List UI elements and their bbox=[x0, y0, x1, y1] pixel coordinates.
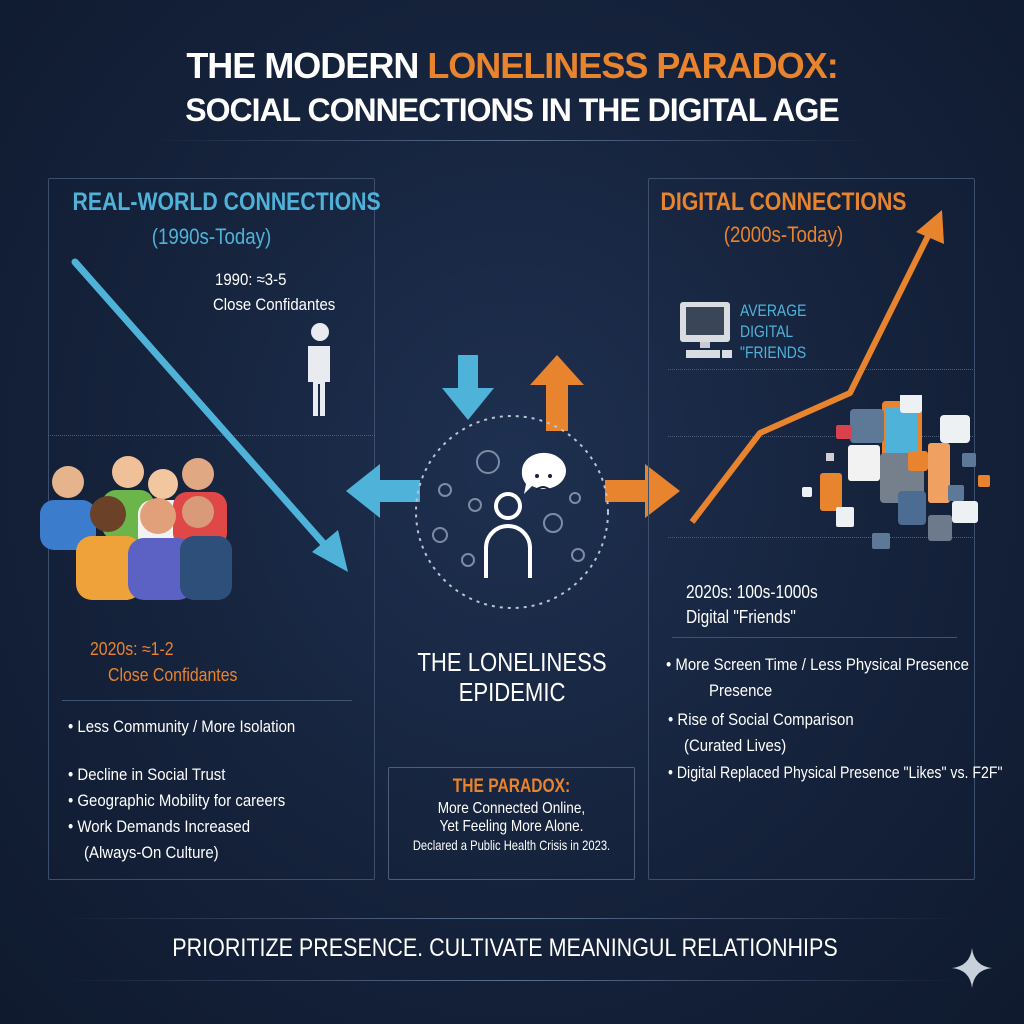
paradox-line1: More Connected Online, bbox=[437, 799, 586, 817]
right-bullet: More Screen Time / Less Physical Presenc… bbox=[666, 655, 969, 675]
right-divider bbox=[668, 537, 973, 538]
right-bullet-continuation: (Curated Lives) bbox=[684, 736, 787, 755]
left-bullet-continuation: (Always-On Culture) bbox=[84, 843, 219, 862]
left-bullet: Work Demands Increased bbox=[68, 817, 250, 837]
right-bullet-continuation: Presence bbox=[709, 681, 773, 700]
avg-line1: AVERAGE bbox=[740, 301, 807, 320]
title-orange: LONELINESS PARADOX: bbox=[427, 45, 838, 86]
right-panel bbox=[648, 178, 975, 880]
right-bullets-divider bbox=[672, 637, 957, 638]
right-bullet: Digital Replaced Physical Presence "Like… bbox=[668, 763, 1003, 783]
sad-chat-icon bbox=[521, 452, 566, 494]
avg-line2: DIGITAL bbox=[740, 322, 794, 341]
left-bullet: Decline in Social Trust bbox=[68, 765, 225, 785]
right-divider bbox=[668, 436, 973, 437]
stat-2020-digital-label: Digital "Friends" bbox=[686, 607, 796, 627]
people-group-icon bbox=[40, 456, 232, 600]
right-divider bbox=[668, 369, 973, 370]
right-arrow-icon bbox=[605, 464, 680, 518]
left-bullets-divider bbox=[62, 700, 352, 701]
dashed-circle bbox=[415, 415, 609, 609]
stat-2020-label: Close Confidantes bbox=[108, 665, 238, 685]
left-bullet: Geographic Mobility for careers bbox=[68, 791, 285, 811]
right-heading: DIGITAL CONNECTIONS bbox=[660, 188, 907, 216]
lonely-person-icon bbox=[308, 323, 330, 416]
stat-2020-digital: 2020s: 100s-1000s bbox=[686, 582, 818, 602]
title-white: THE MODERN bbox=[186, 45, 428, 86]
social-media-icons bbox=[802, 395, 990, 549]
paradox-text: THE PARADOX: More Connected Online, Yet … bbox=[388, 776, 635, 853]
right-period: (2000s-Today) bbox=[723, 222, 844, 247]
left-bullet: Less Community / More Isolation bbox=[68, 717, 295, 737]
stat-1990-label: Close Confidantes bbox=[213, 295, 336, 314]
twitter-icon bbox=[940, 415, 970, 443]
left-divider bbox=[48, 435, 375, 436]
left-heading: REAL-WORLD CONNECTIONS bbox=[72, 188, 381, 216]
down-arrow-icon bbox=[442, 355, 494, 420]
isolated-person-icon bbox=[484, 492, 532, 578]
paradox-box bbox=[388, 767, 635, 880]
computer-icon bbox=[680, 302, 732, 358]
stat-1990: 1990: ≈3-5 bbox=[215, 270, 287, 289]
sparkle-icon bbox=[952, 948, 992, 988]
footer-message: PRIORITIZE PRESENCE. CULTIVATE MEANINGUL… bbox=[172, 934, 838, 962]
right-bullet: Rise of Social Comparison bbox=[668, 710, 853, 730]
left-period: (1990s-Today) bbox=[151, 224, 272, 249]
epidemic-line2: EPIDEMIC bbox=[458, 676, 566, 707]
paradox-title: THE PARADOX: bbox=[452, 776, 571, 797]
title-divider bbox=[150, 140, 874, 141]
footer-divider-bottom bbox=[60, 980, 964, 981]
paradox-line2: Yet Feeling More Alone. bbox=[439, 818, 584, 836]
left-arrow-icon bbox=[346, 464, 420, 518]
avg-line3: "FRIENDS bbox=[740, 343, 807, 362]
stat-2020: 2020s: ≈1-2 bbox=[90, 639, 174, 659]
footer-divider-top bbox=[60, 918, 964, 919]
epidemic-line1: THE LONELINESS bbox=[417, 647, 607, 677]
paradox-line3: Declared a Public Health Crisis in 2023. bbox=[412, 836, 611, 853]
main-title-line2: SOCIAL CONNECTIONS IN THE DIGITAL AGE bbox=[185, 92, 839, 128]
main-title-line1: THE MODERN LONELINESS PARADOX: bbox=[0, 46, 1024, 86]
average-digital-friends: AVERAGE DIGITAL "FRIENDS bbox=[740, 300, 806, 363]
up-arrow-icon bbox=[530, 355, 584, 431]
